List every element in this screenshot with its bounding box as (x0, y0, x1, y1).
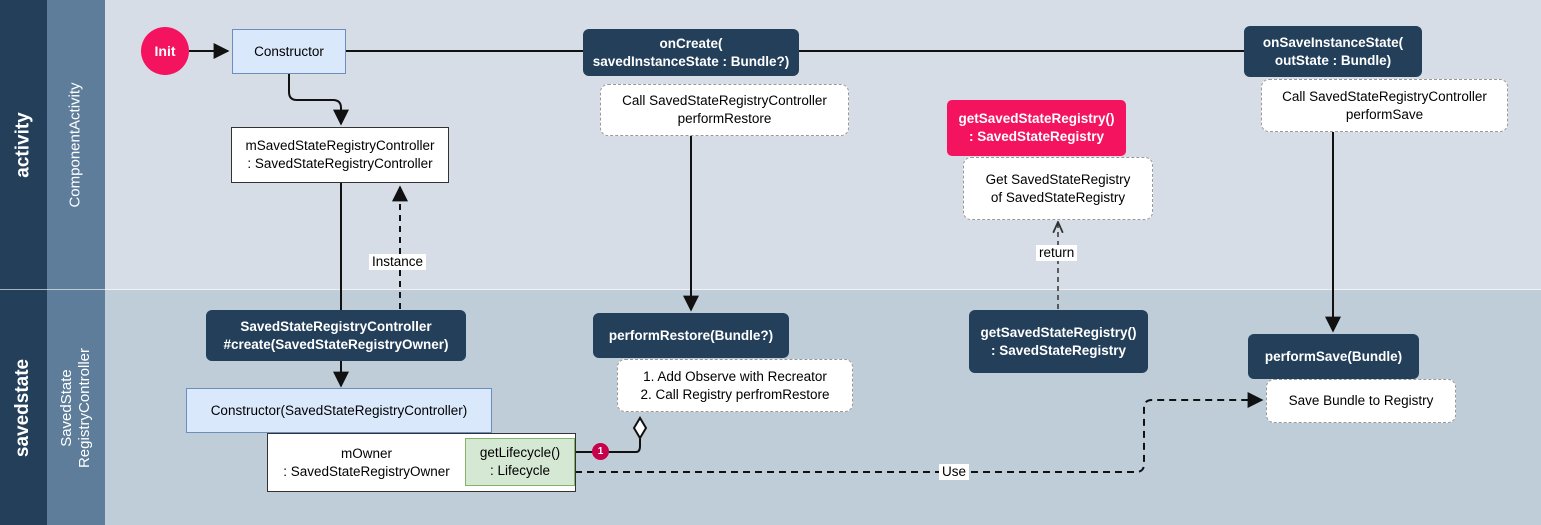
get-lifecycle-node: getLifecycle() : Lifecycle (465, 438, 575, 486)
controller-constructor-node: Constructor(SavedStateRegistryController… (186, 388, 492, 433)
get-registry-controller-node: getSavedStateRegistry() : SavedStateRegi… (969, 310, 1148, 373)
get-registry-note: Get SavedStateRegistry of SavedStateRegi… (963, 157, 1153, 220)
perform-restore-node: performRestore(Bundle?) (593, 313, 789, 358)
edge-lifecycle-restore (575, 438, 641, 453)
edge-label-return: return (1036, 245, 1078, 261)
perform-save-note: Save Bundle to Registry (1266, 379, 1456, 423)
perform-save-node: performSave(Bundle) (1248, 334, 1419, 379)
get-registry-activity-node: getSavedStateRegistry() : SavedStateRegi… (947, 100, 1126, 156)
aggregation-diamond (632, 416, 648, 440)
edge-use (575, 392, 1264, 473)
on-create-node: onCreate( savedInstanceState : Bundle?) (583, 29, 799, 76)
edge-label-instance: Instance (369, 254, 427, 270)
step-badge: 1 (592, 443, 609, 460)
constructor-node: Constructor (232, 29, 346, 74)
init-node: Init (141, 27, 189, 75)
lane-subtitle-activity: ComponentActivity (47, 0, 105, 290)
on-save-note: Call SavedStateRegistryController perfor… (1261, 79, 1508, 132)
on-create-note: Call SavedStateRegistryController perfor… (600, 84, 849, 136)
controller-create-node: SavedStateRegistryController #create(Sav… (206, 310, 466, 361)
lane-title-savedstate: savedstate (0, 290, 47, 525)
edge-label-use: Use (939, 464, 970, 480)
edge-constructor-field (288, 74, 349, 126)
perform-restore-note: 1. Add Observe with Recreator 2. Call Re… (617, 359, 853, 412)
lane-subtitle-savedstate: SavedState RegistryController (47, 290, 105, 525)
controller-field-node: mSavedStateRegistryController : SavedSta… (231, 127, 449, 183)
on-save-instance-state-node: onSaveInstanceState( outState : Bundle) (1244, 26, 1422, 77)
lane-title-activity: activity (0, 0, 47, 290)
lane-divider (0, 289, 1541, 290)
